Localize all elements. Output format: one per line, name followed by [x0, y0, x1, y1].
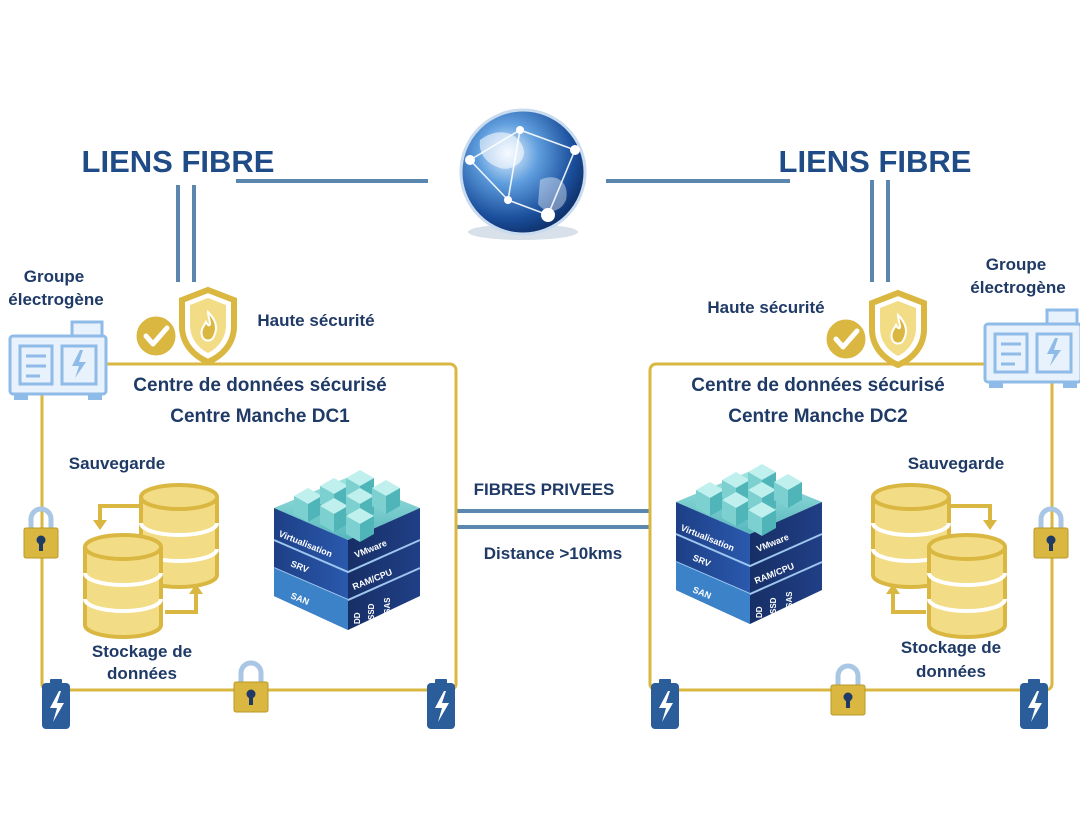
- dc1-battery-left-icon: [42, 679, 70, 729]
- dc2-generator-line1: Groupe: [986, 255, 1046, 274]
- fibre-lines: [176, 179, 890, 529]
- dc1-vm-stack: Virtualisation VMware SRV RAM/CPU SAN DD…: [273, 470, 421, 630]
- dc2-generator-line2: électrogène: [970, 278, 1065, 297]
- dc1-title-line1: Centre de données sécurisé: [133, 375, 386, 396]
- dc2-title-line1: Centre de données sécurisé: [691, 375, 944, 396]
- dc1-generator-icon: [8, 320, 108, 402]
- dc2-security-label: Haute sécurité: [707, 298, 824, 317]
- dc1-stack-ssd: SSD: [367, 603, 376, 620]
- dc1-title-line2: Centre Manche DC1: [170, 406, 350, 427]
- dc1-storage-line2: données: [107, 664, 177, 683]
- dc2-database-icon: [871, 483, 1007, 639]
- dc2-stack-ssd: SSD: [769, 597, 778, 614]
- dc2-backup-label: Sauvegarde: [908, 454, 1004, 473]
- dc1-storage-line1: Stockage de: [92, 642, 192, 661]
- dc2-vm-stack: Virtualisation VMware SRV RAM/CPU SAN DD…: [675, 464, 823, 624]
- dc2-stack-sas: SAS: [785, 591, 794, 608]
- dc2-security-shield-icon: [825, 293, 924, 365]
- dc2-storage-line2: données: [916, 662, 986, 681]
- dc1-generator-line2: électrogène: [8, 290, 103, 309]
- dc2-storage-line1: Stockage de: [901, 638, 1001, 657]
- dc1-security-shield-icon: [135, 290, 234, 362]
- dc2-stack-dd: DD: [755, 606, 764, 618]
- dc1-padlock-bottom-icon: [234, 663, 268, 712]
- dc1-security-label: Haute sécurité: [257, 311, 374, 330]
- dc2-battery-right-icon: [1020, 679, 1048, 729]
- left-fibre-title: LIENS FIBRE: [82, 144, 275, 179]
- globe-icon: [459, 108, 587, 240]
- right-fibre-title: LIENS FIBRE: [779, 144, 972, 179]
- dc1-battery-right-icon: [427, 679, 455, 729]
- dc2-padlock-bottom-icon: [831, 666, 865, 715]
- dc2-generator-icon: [983, 308, 1080, 390]
- dc2-battery-left-icon: [651, 679, 679, 729]
- dc1-stack-sas: SAS: [383, 597, 392, 614]
- dc2-title-line2: Centre Manche DC2: [728, 406, 908, 427]
- distance-label: Distance >10kms: [484, 544, 622, 563]
- dc1-generator-line1: Groupe: [24, 267, 84, 286]
- dc1-database-icon: [83, 483, 219, 639]
- dc1-backup-label: Sauvegarde: [69, 454, 165, 473]
- dc1-stack-dd: DD: [353, 612, 362, 624]
- private-fibres-label: FIBRES PRIVEES: [474, 480, 615, 499]
